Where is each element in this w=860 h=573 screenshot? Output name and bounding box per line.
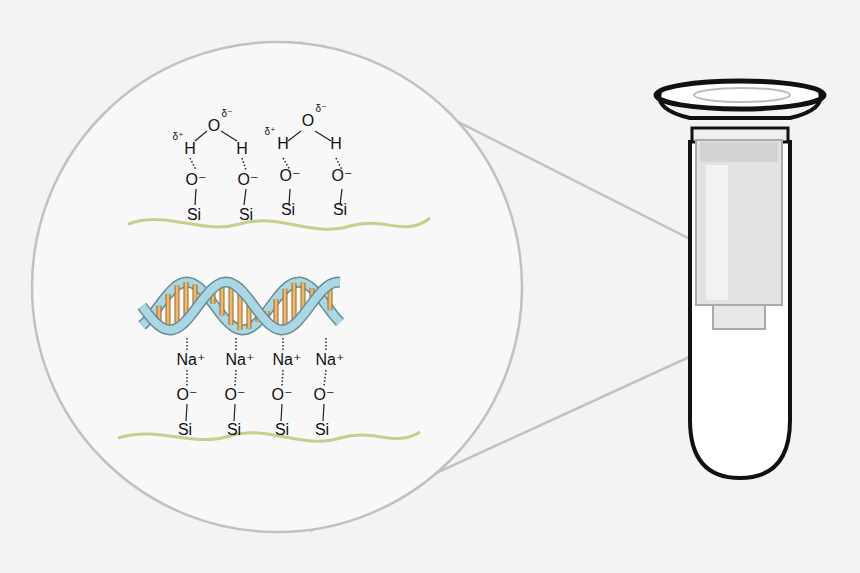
silica-surface: [118, 432, 420, 441]
dna-strand-front-outline: [142, 282, 340, 330]
ionic-bridge: [186, 370, 188, 386]
hydrogen-bond: [190, 158, 196, 170]
o-si-bond: [281, 404, 282, 421]
atom-label: O⁻: [280, 168, 301, 184]
ionic-bridge: [282, 338, 284, 350]
bonds: [186, 131, 342, 421]
atom-label: Na⁺: [316, 352, 345, 368]
atom-label: Si: [333, 202, 347, 218]
atom-label: O⁻: [272, 387, 293, 403]
atom-label: Na⁺: [273, 352, 302, 368]
atom-label: Si: [315, 422, 329, 438]
atom-label: O⁻: [186, 172, 207, 188]
partial-charge: δ⁺: [173, 132, 184, 142]
dna-strand-back-outline: [142, 282, 340, 330]
atom-label: Si: [227, 422, 241, 438]
atom-label: Si: [281, 202, 295, 218]
atom-label: O⁻: [314, 387, 335, 403]
o-si-bond: [234, 404, 235, 421]
partial-charge: δ⁻: [316, 104, 327, 114]
atom-label: H: [277, 136, 289, 152]
partial-charge: δ⁺: [265, 127, 276, 137]
hydrogen-bond: [242, 158, 246, 170]
magnifier-circle: [32, 42, 522, 532]
ionic-bridge: [186, 338, 188, 350]
o-si-bond: [323, 404, 324, 421]
atom-label: Na⁺: [177, 352, 206, 368]
tube: [656, 81, 824, 478]
atom-label: O⁻: [225, 387, 246, 403]
dna-strand-back: [142, 282, 340, 330]
atom-label: H: [330, 136, 342, 152]
atom-label: H: [236, 141, 248, 157]
o-si-bond: [244, 189, 246, 205]
covalent-bond: [195, 131, 207, 141]
atom-label: O⁻: [177, 387, 198, 403]
atom-label: O: [302, 113, 314, 129]
atom-label: Si: [275, 422, 289, 438]
atom-label: Si: [187, 207, 201, 223]
o-si-bond: [186, 404, 187, 421]
ionic-bridge: [282, 370, 283, 386]
covalent-bond: [315, 131, 331, 141]
atom-label: O⁻: [238, 172, 259, 188]
ionic-bridge: [235, 370, 236, 386]
atom-label: Na⁺: [226, 352, 255, 368]
ionic-bridge: [235, 338, 237, 350]
covalent-bond: [288, 131, 301, 141]
atom-label: Si: [178, 422, 192, 438]
silica-surface: [128, 218, 430, 229]
ionic-bridge: [324, 370, 326, 386]
partial-charge: δ⁻: [222, 109, 233, 119]
dna-strand-front: [142, 282, 340, 330]
atom-label: O⁻: [332, 168, 353, 184]
atom-label: H: [184, 141, 196, 157]
atom-label: Si: [239, 207, 253, 223]
ionic-bridge: [325, 338, 327, 350]
dna-helix: [142, 282, 340, 330]
covalent-bond: [221, 131, 237, 141]
o-si-bond: [195, 189, 196, 205]
atom-label: O: [208, 118, 220, 134]
